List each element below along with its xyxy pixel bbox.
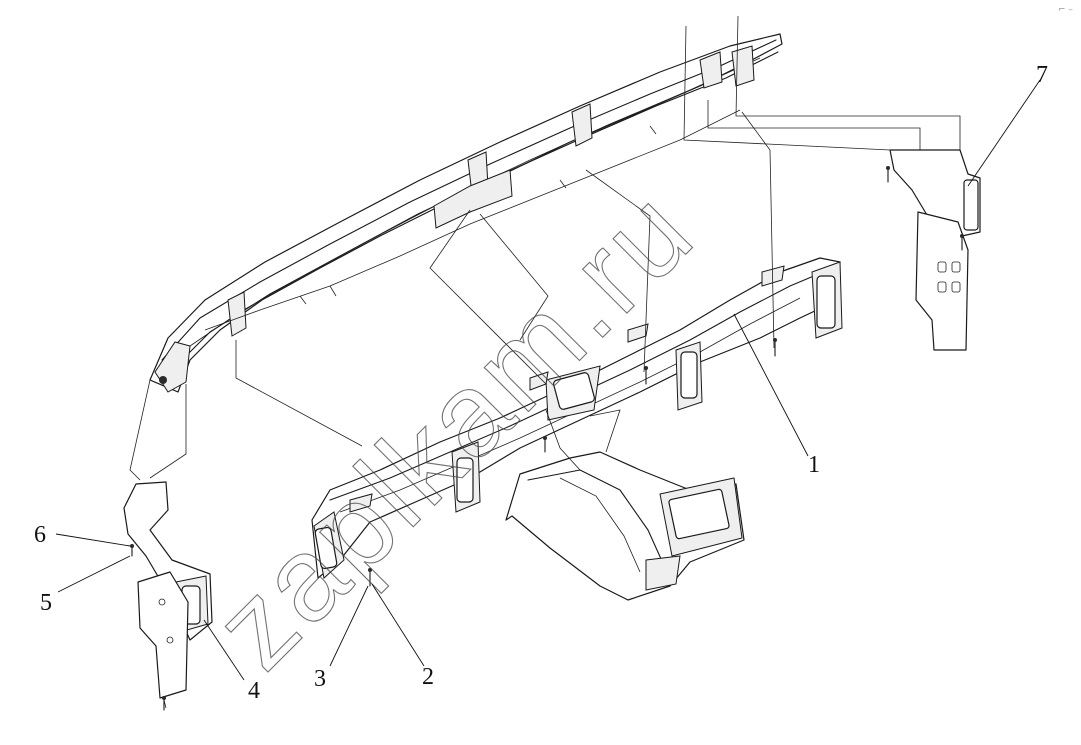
assembly-lines (129, 15, 961, 481)
leader-1 (733, 313, 809, 457)
screws (130, 166, 964, 711)
callout-7: 7 (1036, 62, 1048, 88)
callout-5: 5 (40, 590, 52, 616)
center-floor-duct (505, 451, 745, 601)
leader-3 (329, 585, 369, 667)
callout-4: 4 (248, 678, 260, 704)
corner-mark: ⌐ – (1058, 5, 1073, 15)
leader-4 (203, 619, 245, 681)
leader-5 (57, 555, 131, 593)
leader-lines (55, 79, 1041, 681)
callout-1: 1 (808, 452, 820, 478)
callout-2: 2 (422, 664, 434, 690)
callout-6: 6 (34, 522, 46, 548)
watermark: zaplkam.ru (190, 164, 720, 694)
leader-6 (55, 533, 131, 547)
left-side-duct (123, 481, 213, 709)
main-air-duct (311, 257, 843, 579)
right-side-duct (889, 149, 981, 351)
dashboard-frame (149, 33, 783, 393)
leader-2 (371, 583, 425, 667)
callout-3: 3 (314, 666, 326, 692)
callout-labels: 1 2 3 4 5 6 7 (34, 62, 1048, 704)
leader-7 (967, 79, 1041, 187)
